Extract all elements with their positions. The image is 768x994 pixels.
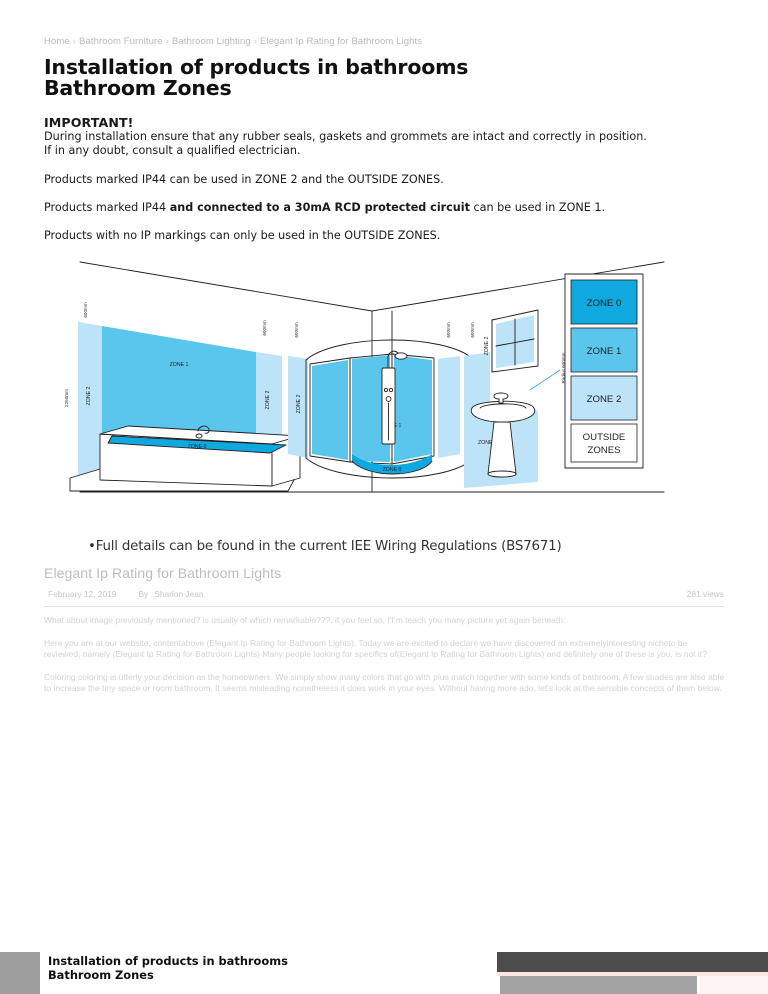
post-title: Elegant Ip Rating for Bathroom Lights [44,565,282,581]
footer-pink-divider [497,972,768,976]
breadcrumb-separator: › [72,36,77,47]
post-by-label: By [138,589,149,599]
diagram-dim-600-a: 600mm [83,302,88,317]
article-body: What about image previously mentioned? i… [44,615,726,706]
rule-ip44-rcd: Products marked IP44 and connected to a … [44,201,734,215]
spacer [44,159,734,173]
diagram-caption: •Full details can be found in the curren… [88,539,562,554]
footer-gray-block-left [0,952,40,994]
important-title: IMPORTANT! [44,115,134,130]
legend-swatch-zone-2 [570,375,638,421]
important-line-2: If in any doubt, consult a qualified ele… [44,144,301,158]
footer-heading-line-1: Installation of products in bathrooms [48,954,288,968]
spacer [44,187,734,201]
post-author[interactable]: Sharlon Jean [154,589,204,599]
diagram-dim-600-e: 600mm [470,322,475,337]
bathroom-zones-diagram: .ol{fill:none;stroke:#231f20;stroke-widt… [60,248,720,518]
diagram-label-bath-zone0: ZONE 0 [188,444,207,450]
legend-label-outside-1: OUTSIDE [583,432,626,443]
breadcrumb-separator: › [253,36,257,47]
page-title: Installation of products in bathrooms Ba… [44,57,468,99]
breadcrumb-item-bathroom-furniture[interactable]: Bathroom Furniture [79,36,163,47]
rule-ip44-zone2: Products marked IP44 can be used in ZONE… [44,172,444,186]
important-line-1: During installation ensure that any rubb… [44,130,647,144]
page-title-line-2: Bathroom Zones [44,76,232,100]
post-meta-left: February 12, 2019 By Sharlon Jean [48,589,204,599]
footer-heading-line-2: Bathroom Zones [48,968,154,982]
diagram-label-bath-zone2-left: ZONE 2 [86,387,92,406]
rule-rcd-pre: Products marked IP44 [44,200,170,214]
article-paragraph-1: What about image previously mentioned? i… [44,615,566,625]
spacer [44,215,734,229]
footer-heading: Installation of products in bathrooms Ba… [48,954,288,982]
legend-label-outside-2: ZONES [587,445,620,456]
diagram-label-shower-zone2: ZONE 2 [296,395,302,414]
diagram-label-window-zone2: ZONE 2 [484,337,490,356]
diagram-label-bath-zone1: ZONE 1 [170,362,189,368]
post-views: 281 views [686,589,724,599]
post-date: February 12, 2019 [48,589,117,599]
breadcrumb-item-home[interactable]: Home [44,36,70,47]
article-paragraph-3: Coloring coloring is utterly your decisi… [44,671,725,694]
diagram-dim-600-d: 600mm [446,322,451,337]
footer-dark-bar [497,952,768,972]
legend-label-zone-1: ZONE 1 [587,346,622,357]
legend-swatch-zone-0 [570,279,638,325]
footer-gray-row [500,976,697,994]
breadcrumb-item-current: Elegant Ip Rating for Bathroom Lights [260,36,423,47]
breadcrumb: Home›Bathroom Furniture›Bathroom Lightin… [44,36,422,47]
article-paragraph-2: Here you are at our website, contentabov… [44,637,707,660]
diagram-label-basin-radius: Radius 600mm [561,352,566,383]
diagram-label-basin-zone2: ZONE 2 [478,440,497,446]
rule-no-ip: Products with no IP markings can only be… [44,229,441,243]
diagram-dim-2250mm: 2250mm [64,389,69,407]
legend-label-zone-2: ZONE 2 [587,394,622,405]
legend-label-zone-0: ZONE 0 [587,298,622,309]
important-notice: IMPORTANT! During installation ensure th… [44,115,734,243]
diagram-label-bath-zone2-right: ZONE 2 [265,391,271,410]
breadcrumb-item-bathroom-lighting[interactable]: Bathroom Lighting [171,36,251,47]
rule-rcd-post: can be used in ZONE 1. [469,200,606,214]
diagram-label-shower-zone0: ZONE 0 [383,467,402,473]
post-meta: February 12, 2019 By Sharlon Jean 281 view… [44,589,724,605]
page-title-line-1: Installation of products in bathrooms [44,55,469,79]
footer-light-column [700,976,768,994]
rule-rcd-bold: and connected to a 30mA RCD protected ci… [169,200,470,214]
meta-divider [44,606,724,607]
breadcrumb-separator: › [165,36,169,47]
diagram-dim-600-c: 600mm [294,322,299,337]
legend-swatch-outside-zones [570,423,638,463]
footer-preview-strip: Installation of products in bathrooms Ba… [0,930,768,994]
diagram-dim-600-b: 600mm [262,320,267,335]
legend-swatch-zone-1 [570,327,638,373]
